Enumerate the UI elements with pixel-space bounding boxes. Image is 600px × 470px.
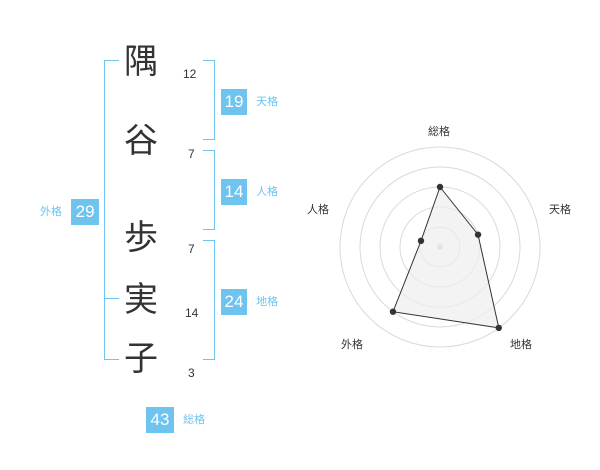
radar-polygon — [392, 185, 500, 329]
tenkaku-label: 天格 — [256, 95, 279, 108]
jinkaku-label: 人格 — [256, 185, 279, 198]
stroke-count-4: 14 — [185, 306, 199, 320]
radar-ring — [359, 166, 521, 328]
name-char-2: 谷 — [124, 121, 158, 161]
gaikaku-group: 外格 29 — [40, 199, 100, 225]
chikaku-value: 24 — [221, 289, 247, 315]
gaikaku-label: 外格 — [40, 205, 62, 218]
radar-point-2 — [474, 231, 482, 238]
radar-point-1 — [436, 183, 444, 191]
jinkaku-group: 14 人格 — [221, 179, 278, 205]
radar-point-4 — [389, 308, 397, 315]
gaikaku-bracket — [104, 60, 119, 360]
radar-label-jinkaku: 人格 — [307, 203, 329, 216]
name-char-5: 子 — [124, 339, 158, 379]
jinkaku-bracket — [203, 150, 215, 230]
stroke-count-3: 7 — [188, 242, 195, 256]
stroke-count-1: 12 — [183, 67, 197, 81]
radar-point-5 — [417, 237, 425, 245]
stroke-count-5: 3 — [188, 366, 195, 380]
name-char-3: 歩 — [124, 218, 158, 258]
radar-ring — [339, 146, 541, 348]
tenkaku-bracket — [203, 60, 215, 140]
stroke-count-2: 7 — [188, 147, 195, 161]
name-char-1: 隅 — [124, 42, 158, 82]
radar-label-gaikaku: 外格 — [341, 338, 363, 351]
radar-chart — [339, 146, 541, 348]
chikaku-label: 地格 — [256, 295, 279, 308]
jinkaku-value: 14 — [221, 179, 247, 205]
chikaku-group: 24 地格 — [221, 289, 278, 315]
radar-point-3 — [495, 324, 502, 332]
chikaku-bracket — [203, 240, 215, 360]
tenkaku-value: 19 — [221, 89, 247, 115]
radar-points — [389, 183, 502, 332]
soukaku-value: 43 — [146, 407, 174, 433]
radar-label-soukaku: 総格 — [428, 125, 450, 138]
radar-label-chikaku: 地格 — [510, 338, 532, 351]
name-char-4: 実 — [124, 280, 158, 320]
radar-label-tenkaku: 天格 — [549, 203, 571, 216]
soukaku-group: 43 総格 — [146, 407, 205, 433]
tenkaku-group: 19 天格 — [221, 89, 278, 115]
gaikaku-value: 29 — [71, 199, 100, 225]
gaikaku-bracket-divider — [104, 298, 119, 299]
soukaku-label: 総格 — [183, 413, 206, 426]
